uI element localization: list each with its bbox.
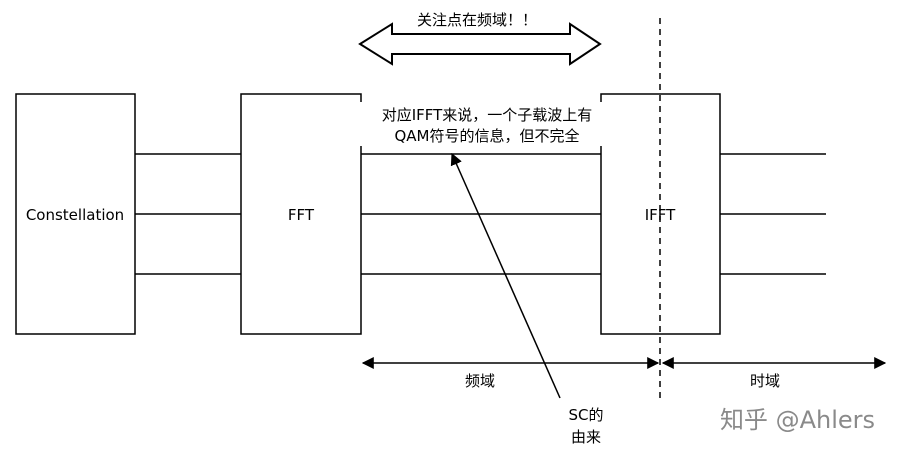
fft-label: FFT [288, 206, 315, 224]
focus-double-arrow [358, 22, 602, 66]
sc-pointer-arrow [450, 152, 561, 399]
time-domain-label: 时域 [750, 372, 780, 390]
focus-label: 关注点在频域！！ [417, 11, 537, 29]
watermark: 知乎 @Ahlers [720, 406, 875, 434]
sc-label-line-1: SC的 [569, 406, 604, 424]
note-line-2: QAM符号的信息，但不完全 [394, 127, 579, 145]
freq-domain-label: 频域 [465, 372, 495, 390]
sc-label-line-2: 由来 [571, 428, 601, 446]
note-background [360, 102, 614, 146]
fft-block [240, 93, 362, 335]
constellation-block [15, 93, 136, 335]
note-line-1: 对应IFFT来说，一个子载波上有 [382, 106, 593, 124]
ifft-label: IFFT [645, 206, 676, 224]
constellation-label: Constellation [26, 206, 124, 224]
